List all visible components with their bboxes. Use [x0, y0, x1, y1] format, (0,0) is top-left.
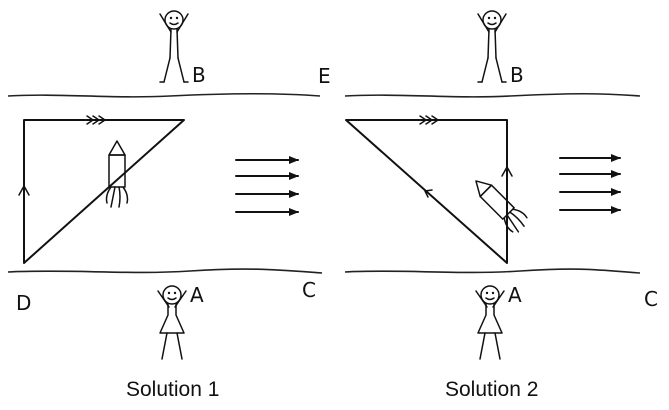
- double-chevron-arrow-icon-panel-2: [419, 115, 439, 125]
- double-chevron-arrow-icon-panel-1: [86, 115, 106, 125]
- point-label-b-panel-2: B: [510, 63, 524, 87]
- point-label-e-panel-2: E: [318, 64, 331, 88]
- person-a-figure-panel-2: [475, 285, 505, 360]
- rocket-boat-icon-panel-1: [105, 140, 129, 208]
- person-a-figure-panel-1: [157, 285, 187, 360]
- up-arrow-marker-panel-2: [501, 166, 513, 177]
- point-label-d-panel-1: D: [16, 291, 32, 315]
- diagonal-arrow-marker-panel-2: [424, 189, 433, 198]
- point-label-a-panel-2: A: [508, 283, 522, 307]
- point-label-a-panel-1: A: [190, 283, 204, 307]
- person-b-figure-panel-1: [159, 10, 189, 83]
- caption-solution-1: Solution 1: [126, 378, 220, 401]
- up-arrow-marker-panel-1: [18, 185, 30, 196]
- person-b-figure-panel-2: [477, 10, 507, 83]
- river-bank-bottom-panel-2: [344, 268, 641, 274]
- triangle-path-panel-1: [23, 119, 185, 264]
- current-arrows-panel-1: [235, 156, 299, 216]
- point-label-c-panel-1: C: [302, 278, 316, 302]
- river-bank-bottom-panel-1: [7, 268, 323, 274]
- point-label-b-panel-1: B: [192, 63, 206, 87]
- river-bank-top-panel-2: [344, 92, 641, 98]
- point-label-c-panel-2: C: [644, 287, 658, 311]
- panel-1: [7, 10, 323, 360]
- current-arrows-panel-2: [559, 154, 621, 214]
- river-bank-top-panel-1: [7, 92, 321, 98]
- caption-solution-2: Solution 2: [445, 378, 539, 401]
- rocket-boat-icon-panel-2: [475, 180, 528, 233]
- panel-2: [344, 10, 641, 360]
